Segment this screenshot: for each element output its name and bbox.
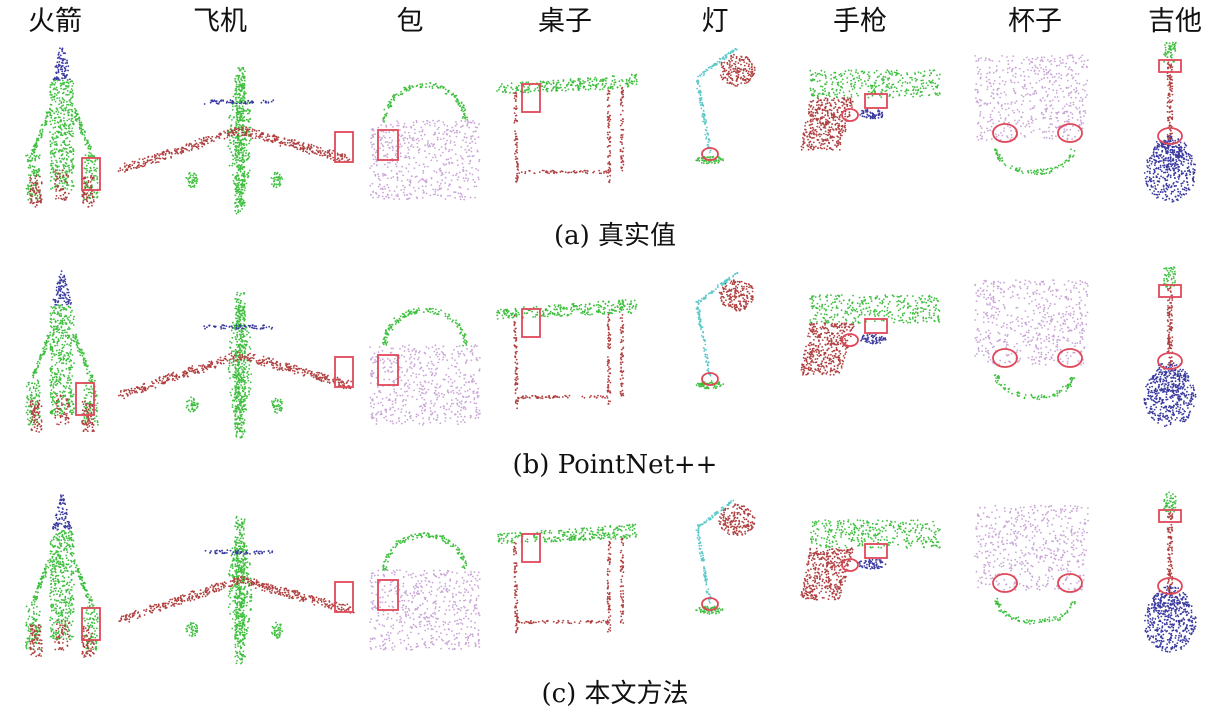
guitar-highlight-box	[1158, 284, 1182, 298]
mug-highlight-ring-left	[992, 573, 1018, 593]
lamp-highlight-ring	[701, 147, 719, 161]
bag-point-cloud	[369, 532, 481, 651]
lamp-point-cloud	[695, 499, 756, 615]
caption-ours: (c) 本文方法	[541, 679, 689, 709]
header-table: 桌子	[538, 6, 592, 37]
guitar-point-cloud	[1143, 41, 1196, 203]
rocket-highlight-box	[81, 607, 101, 641]
table-highlight-box	[521, 533, 541, 563]
bag-highlight-box	[377, 129, 399, 161]
rocket-point-cloud	[25, 47, 101, 208]
rocket-highlight-box	[75, 382, 95, 416]
airplane-point-cloud	[117, 66, 354, 215]
lamp-point-cloud	[695, 48, 756, 165]
airplane-highlight-box	[334, 131, 354, 163]
bag-highlight-box	[377, 579, 399, 611]
guitar-point-cloud	[1144, 491, 1197, 653]
bag-point-cloud	[369, 307, 481, 426]
guitar-highlight-box	[1158, 509, 1182, 523]
mug-highlight-ring-right	[1057, 573, 1083, 593]
lamp-highlight-ring	[701, 597, 719, 611]
pistol-point-cloud	[800, 69, 941, 151]
pistol-highlight-ring	[841, 558, 859, 572]
caption-ground-truth: (a) 真实值	[553, 221, 677, 251]
mug-highlight-ring-right	[1057, 123, 1083, 143]
table-highlight-box	[521, 83, 541, 113]
header-mug: 杯子	[1008, 6, 1062, 37]
rocket-point-cloud	[25, 270, 99, 433]
header-lamp: 灯	[701, 6, 729, 37]
mug-highlight-ring-right	[1057, 348, 1083, 368]
airplane-highlight-box	[334, 356, 354, 388]
bag-point-cloud	[369, 81, 481, 201]
airplane-highlight-box	[334, 581, 354, 613]
pistol-highlight-box	[864, 543, 888, 559]
header-guitar: 吉他	[1148, 6, 1202, 37]
pistol-point-cloud	[800, 294, 941, 376]
mug-point-cloud	[974, 279, 1089, 401]
guitar-highlight-box	[1158, 59, 1182, 73]
header-pistol: 手枪	[833, 6, 887, 37]
rocket-highlight-box	[81, 157, 101, 191]
table-point-cloud	[497, 523, 638, 634]
pistol-highlight-box	[864, 93, 888, 109]
airplane-point-cloud	[118, 515, 355, 665]
pistol-highlight-ring	[841, 333, 859, 347]
bag-highlight-box	[377, 354, 399, 386]
airplane-point-cloud	[118, 291, 354, 439]
mug-point-cloud	[974, 504, 1089, 625]
pistol-point-cloud	[800, 519, 941, 601]
lamp-point-cloud	[695, 271, 754, 390]
header-rocket: 火箭	[28, 6, 82, 37]
guitar-highlight-ring	[1157, 577, 1183, 595]
mug-highlight-ring-left	[992, 348, 1018, 368]
mug-highlight-ring-left	[992, 123, 1018, 143]
mug-point-cloud	[974, 54, 1089, 176]
table-point-cloud	[496, 299, 638, 410]
rocket-point-cloud	[25, 494, 101, 658]
header-airplane: 飞机	[193, 6, 247, 37]
guitar-point-cloud	[1143, 266, 1197, 428]
lamp-highlight-ring	[701, 372, 719, 386]
header-bag: 包	[396, 6, 424, 37]
pistol-highlight-box	[864, 318, 888, 334]
table-point-cloud	[496, 73, 638, 184]
caption-pointnet: (b) PointNet++	[512, 450, 718, 480]
pistol-highlight-ring	[841, 108, 859, 122]
guitar-highlight-ring	[1157, 127, 1183, 145]
guitar-highlight-ring	[1157, 352, 1183, 370]
table-highlight-box	[521, 308, 541, 338]
